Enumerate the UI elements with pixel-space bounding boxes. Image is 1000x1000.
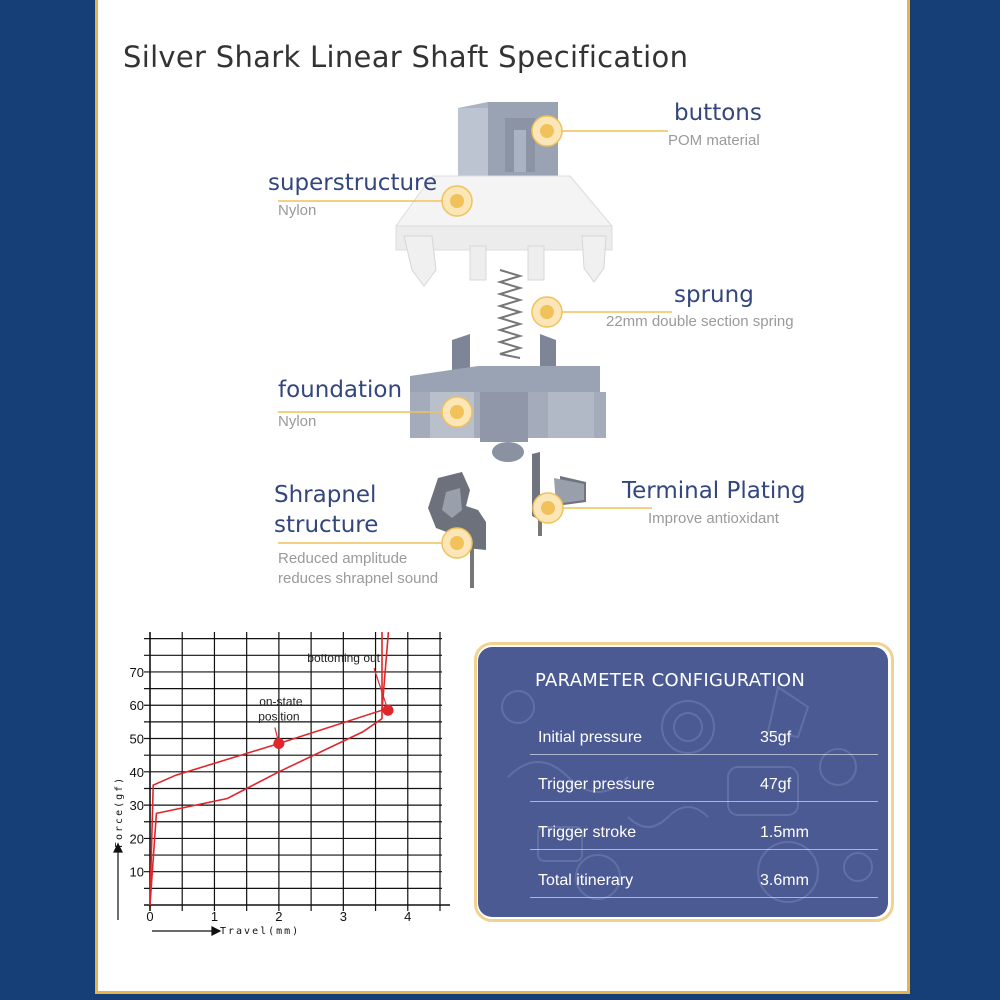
- shrapnel-desc-line2: reduces shrapnel sound: [278, 570, 439, 587]
- foundation-label: foundation: [278, 377, 403, 403]
- shrapnel-desc-line1: Reduced amplitude: [278, 550, 408, 567]
- accent-markers: [441, 115, 564, 559]
- param-value-trigger-pressure: 47gf: [760, 776, 792, 793]
- axis-label-arrows: [113, 842, 222, 936]
- bottoming-out-label: bottoming out: [307, 651, 380, 665]
- superstructure-desc: Nylon: [278, 202, 317, 219]
- param-divider: [530, 754, 878, 755]
- force-curve-line: [149, 631, 390, 906]
- parameter-card: [478, 647, 888, 917]
- chart-tick-labels: 0 1 2 3 4 10 20 30 40 50 60 70: [130, 665, 412, 924]
- x-axis-label: Travel(mm): [220, 926, 300, 937]
- y-tick-label: 50: [130, 732, 144, 747]
- marker-superstructure-icon: [441, 185, 473, 217]
- x-tick-label: 3: [340, 909, 347, 924]
- y-tick-label: 60: [130, 698, 144, 713]
- sprung-desc: 22mm double section spring: [606, 313, 794, 330]
- terminal-label: Terminal Plating: [622, 478, 806, 504]
- marker-buttons-icon: [531, 115, 563, 147]
- chart-grid: [144, 632, 442, 911]
- marker-sprung-icon: [531, 296, 563, 328]
- spring-part: [496, 269, 524, 359]
- y-tick-label: 70: [130, 665, 144, 680]
- x-tick-label: 0: [146, 909, 153, 924]
- chart-axes: [144, 632, 450, 911]
- param-divider: [530, 897, 878, 898]
- y-axis-label: Force(gf): [114, 776, 125, 848]
- on-state-leader: [274, 727, 280, 744]
- marker-shrapnel-icon: [441, 527, 473, 559]
- x-tick-label: 1: [211, 909, 218, 924]
- page-title: Silver Shark Linear Shaft Specification: [123, 40, 689, 74]
- shrapnel-label-line1: Shrapnel: [274, 482, 377, 508]
- param-divider: [530, 801, 878, 802]
- foundation-desc: Nylon: [278, 413, 317, 430]
- marker-terminal-icon: [532, 492, 564, 524]
- superstructure-label: superstructure: [268, 170, 438, 196]
- parameter-title: PARAMETER CONFIGURATION: [535, 670, 806, 691]
- shrapnel-part: [428, 472, 486, 588]
- param-divider: [530, 849, 878, 850]
- on-state-label-line1: on-state: [259, 695, 303, 709]
- param-value-total-itinerary: 3.6mm: [760, 872, 809, 889]
- bottoming-out-leader: [373, 668, 389, 711]
- parameter-card-pattern: [501, 685, 873, 903]
- terminal-part: [532, 452, 586, 536]
- y-tick-label: 40: [130, 765, 144, 780]
- param-label-trigger-stroke: Trigger stroke: [538, 824, 637, 841]
- param-value-initial-pressure: 35gf: [760, 729, 792, 746]
- y-tick-label: 30: [130, 798, 144, 813]
- switch-illustration: [278, 102, 672, 588]
- base-housing-part: [410, 334, 606, 462]
- x-tick-label: 4: [404, 909, 411, 924]
- marker-foundation-icon: [441, 396, 473, 428]
- force-curve-line: [149, 632, 383, 906]
- y-tick-label: 10: [130, 865, 144, 880]
- shrapnel-label-line2: structure: [274, 512, 379, 538]
- param-value-trigger-stroke: 1.5mm: [760, 824, 809, 841]
- sprung-label: sprung: [674, 282, 754, 308]
- param-label-trigger-pressure: Trigger pressure: [538, 776, 655, 793]
- param-label-initial-pressure: Initial pressure: [538, 729, 643, 746]
- x-tick-label: 2: [275, 909, 282, 924]
- on-state-label-line2: position: [258, 710, 299, 724]
- buttons-label: buttons: [674, 100, 762, 126]
- chart-series: [149, 631, 390, 906]
- param-label-total-itinerary: Total itinerary: [538, 872, 634, 889]
- leader-lines: [278, 130, 672, 544]
- y-tick-label: 20: [130, 831, 144, 846]
- terminal-desc: Improve antioxidant: [648, 510, 779, 527]
- buttons-desc: POM material: [668, 132, 760, 149]
